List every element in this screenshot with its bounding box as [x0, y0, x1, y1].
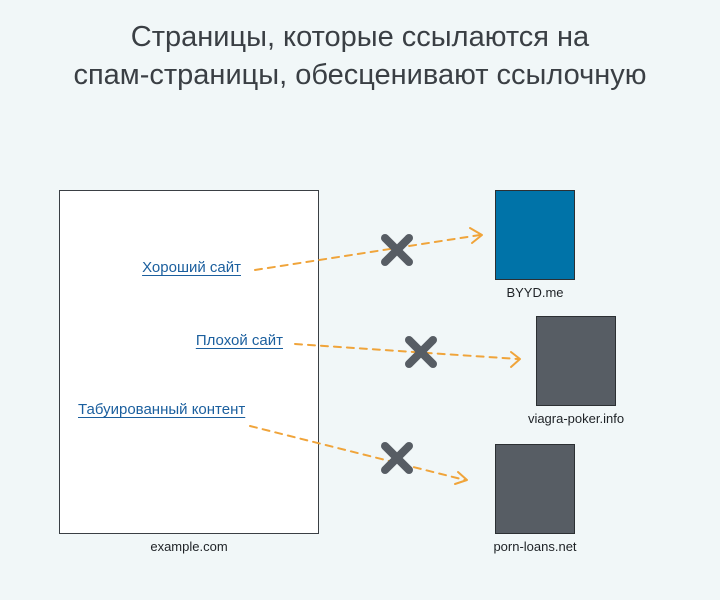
cross-icon [405, 336, 437, 368]
target-site-byyd [495, 190, 575, 280]
target-site-porn-loans [495, 444, 575, 534]
title-line-2: спам-страницы, обесценивают ссылочную [73, 59, 647, 91]
link-good-site[interactable]: Хороший сайт [142, 259, 241, 276]
target-caption-porn-loans: porn-loans.net [493, 539, 577, 554]
target-site-viagra-poker [536, 316, 616, 406]
title-line-1: Страницы, которые ссылаются на [130, 21, 590, 53]
arrowhead-bad-site [510, 351, 521, 368]
link-bad-site[interactable]: Плохой сайт [195, 332, 283, 349]
arrow-taboo-content [249, 425, 466, 481]
source-page-box [59, 190, 319, 534]
target-caption-viagra-poker: viagra-poker.info [527, 411, 625, 426]
arrowhead-good-site [469, 227, 483, 244]
link-taboo-content[interactable]: Табуированный контент [78, 401, 246, 418]
diagram-title: Страницы, которые ссылаются на спам-стра… [0, 18, 720, 94]
cross-icon [381, 234, 413, 266]
arrow-good-site [254, 234, 481, 271]
cross-icon [381, 442, 413, 474]
arrow-bad-site [294, 343, 519, 360]
target-caption-byyd: BYYD.me [506, 285, 564, 300]
arrowhead-taboo-content [454, 471, 468, 485]
source-page-caption: example.com [150, 539, 228, 554]
